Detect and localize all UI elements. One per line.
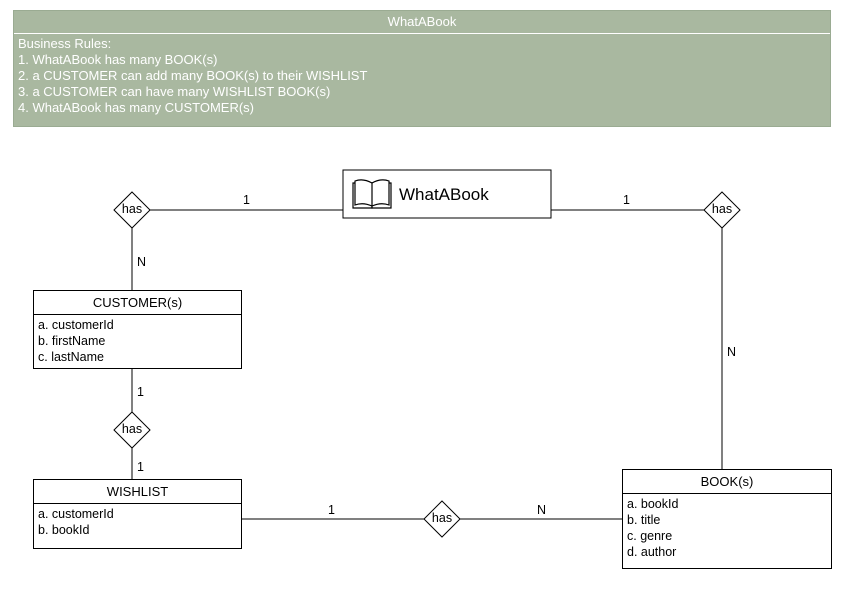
entity-attribute: d. author	[627, 545, 677, 559]
business-rules-panel: WhatABook Business Rules: 1. WhatABook h…	[13, 10, 831, 127]
entity-title: CUSTOMER(s)	[34, 291, 241, 315]
relationship-label: has	[431, 511, 453, 525]
cardinality-label: 1	[328, 503, 335, 517]
cardinality-label: N	[537, 503, 547, 517]
cardinality-label: 1	[243, 193, 250, 207]
relationship-diamond	[113, 191, 151, 229]
rule-item: 2. a CUSTOMER can add many BOOK(s) to th…	[18, 68, 368, 83]
relationship-label: has	[121, 202, 143, 216]
relationship-diamond	[703, 191, 741, 229]
entity-attribute: c. genre	[627, 529, 673, 543]
entity-title: BOOK(s)	[623, 470, 831, 494]
rules-body: Business Rules: 1. WhatABook has many BO…	[18, 36, 367, 116]
cardinality-label: N	[137, 255, 147, 269]
relationship-diamond	[423, 500, 461, 538]
rule-item: 4. WhatABook has many CUSTOMER(s)	[18, 100, 254, 115]
entity-attribute: b. firstName	[38, 334, 106, 348]
cardinality-label: 1	[137, 460, 144, 474]
relationship-label: has	[711, 202, 733, 216]
relationship-label: has	[121, 422, 143, 436]
book-icon	[352, 179, 392, 209]
entity-attribute: b. title	[627, 513, 661, 527]
cardinality-label: 1	[137, 385, 144, 399]
entity-attribute: a. customerId	[38, 318, 114, 332]
cardinality-label: N	[727, 345, 737, 359]
relationship-diamond	[113, 411, 151, 449]
entity-attribute: c. lastName	[38, 350, 104, 364]
rule-item: 1. WhatABook has many BOOK(s)	[18, 52, 218, 67]
main-entity-label: WhatABook	[399, 185, 489, 204]
rule-item: 3. a CUSTOMER can have many WISHLIST BOO…	[18, 84, 331, 99]
entity-customer: CUSTOMER(s) a. customerId b. firstName c…	[33, 290, 242, 369]
rules-title: WhatABook	[14, 11, 830, 34]
entity-attribute: a. bookId	[627, 497, 679, 511]
entity-title: WISHLIST	[34, 480, 241, 504]
entity-book: BOOK(s) a. bookId b. title c. genre d. a…	[622, 469, 832, 569]
entity-attribute: b. bookId	[38, 523, 90, 537]
rules-heading: Business Rules:	[18, 36, 112, 51]
entity-wishlist: WISHLIST a. customerId b. bookId	[33, 479, 242, 549]
cardinality-label: 1	[623, 193, 630, 207]
entity-attribute: a. customerId	[38, 507, 114, 521]
